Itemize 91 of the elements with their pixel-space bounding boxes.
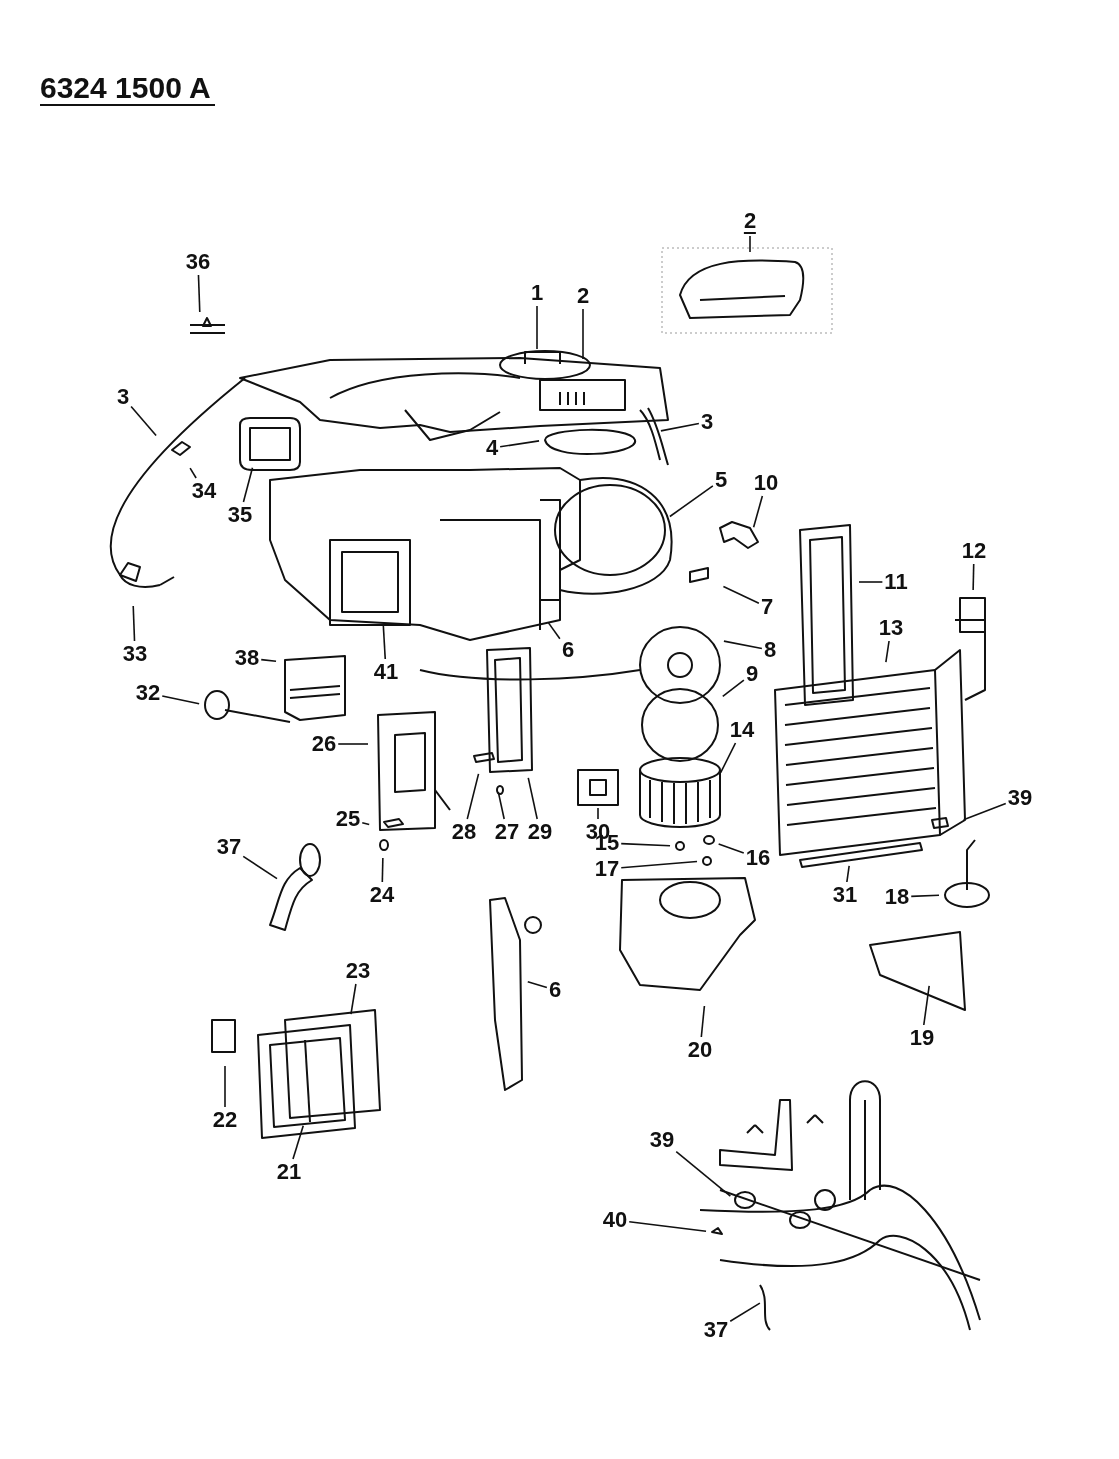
- callout-number: 18: [884, 886, 910, 908]
- callout-number: 39: [1007, 787, 1033, 809]
- leader-line: [382, 625, 387, 660]
- callout-number: 17: [594, 858, 620, 880]
- callout-number: 11: [884, 571, 908, 593]
- callout-number: 7: [760, 596, 774, 618]
- callout-number: 29: [527, 821, 553, 843]
- leader-line: [337, 743, 369, 745]
- callout-number: 24: [369, 884, 395, 906]
- leader-line: [161, 695, 200, 705]
- leader-line: [669, 485, 714, 518]
- leader-line: [721, 679, 745, 698]
- leader-line: [700, 1005, 706, 1038]
- callout-number: 1: [530, 282, 544, 304]
- leader-line: [536, 305, 538, 350]
- callout-number: 19: [909, 1027, 935, 1049]
- leader-line: [717, 843, 745, 854]
- leader-line: [719, 742, 737, 774]
- leader-line: [292, 1124, 305, 1160]
- callout-number: 10: [753, 472, 779, 494]
- leader-line: [722, 585, 760, 604]
- callout-number: 3: [116, 386, 130, 408]
- callout-number: 22: [212, 1109, 238, 1131]
- callout-number: 26: [311, 733, 337, 755]
- callout-number: 31: [832, 884, 858, 906]
- leader-line: [620, 842, 671, 847]
- callout-number: 6: [548, 979, 562, 1001]
- leader-line: [729, 1302, 761, 1323]
- leader-line: [547, 622, 561, 640]
- leader-line: [846, 865, 850, 883]
- leader-line: [526, 980, 548, 989]
- callout-number: 2: [576, 285, 590, 307]
- callout-number: 27: [494, 821, 520, 843]
- drawing-number: 6324 1500 A: [40, 72, 215, 106]
- leader-line: [224, 1065, 226, 1108]
- callout-number: 34: [191, 480, 217, 502]
- leader-line: [620, 860, 698, 869]
- callout-number: 35: [227, 504, 253, 526]
- callout-number: 5: [714, 469, 728, 491]
- leader-line: [499, 440, 540, 448]
- leader-line: [923, 985, 930, 1026]
- leader-line: [962, 802, 1007, 821]
- leader-line: [242, 855, 278, 880]
- leader-line: [582, 308, 584, 360]
- callout-number: 33: [122, 643, 148, 665]
- leader-line: [628, 1220, 707, 1233]
- leader-line: [189, 467, 197, 479]
- callout-number: 28: [451, 821, 477, 843]
- leader-line: [749, 235, 751, 253]
- callout-number: 20: [687, 1039, 713, 1061]
- callout-number: 13: [878, 617, 904, 639]
- leader-line: [197, 274, 201, 313]
- leader-line: [361, 821, 370, 826]
- callout-number: 36: [185, 251, 211, 273]
- callout-number: 37: [216, 836, 242, 858]
- callout-number: 9: [745, 663, 759, 685]
- callout-number: 8: [763, 639, 777, 661]
- callout-number: 21: [276, 1161, 302, 1183]
- leader-line: [597, 807, 599, 820]
- leader-line: [723, 640, 763, 650]
- leader-line: [660, 422, 700, 432]
- leader-line: [381, 857, 384, 883]
- callout-number: 14: [729, 719, 755, 741]
- callout-number: 16: [745, 847, 771, 869]
- leader-line: [350, 983, 357, 1015]
- callout-number: 3: [700, 411, 714, 433]
- leader-line: [910, 894, 940, 898]
- callout-number: 6: [561, 639, 575, 661]
- leader-line: [497, 791, 505, 820]
- callout-number: 23: [345, 960, 371, 982]
- leader-line: [858, 581, 884, 583]
- callout-number: 38: [234, 647, 260, 669]
- leader-line: [527, 777, 538, 820]
- leader-line: [972, 563, 975, 591]
- callout-number: 25: [335, 808, 361, 830]
- callout-number: 37: [703, 1319, 729, 1341]
- leader-line: [885, 640, 890, 663]
- callout-number: 39: [649, 1129, 675, 1151]
- leader-line: [466, 773, 480, 820]
- callout-number: 41: [373, 661, 399, 683]
- leader-line: [242, 467, 254, 503]
- callout-number: 4: [485, 437, 499, 459]
- callout-number: 32: [135, 682, 161, 704]
- leader-line: [260, 658, 277, 663]
- leader-line: [675, 1150, 732, 1197]
- callout-number: 12: [961, 540, 987, 562]
- callout-number: 2: [743, 210, 757, 234]
- leader-line: [132, 605, 136, 642]
- callout-number: 40: [602, 1209, 628, 1231]
- leader-line: [130, 405, 157, 437]
- leader-line: [752, 495, 764, 528]
